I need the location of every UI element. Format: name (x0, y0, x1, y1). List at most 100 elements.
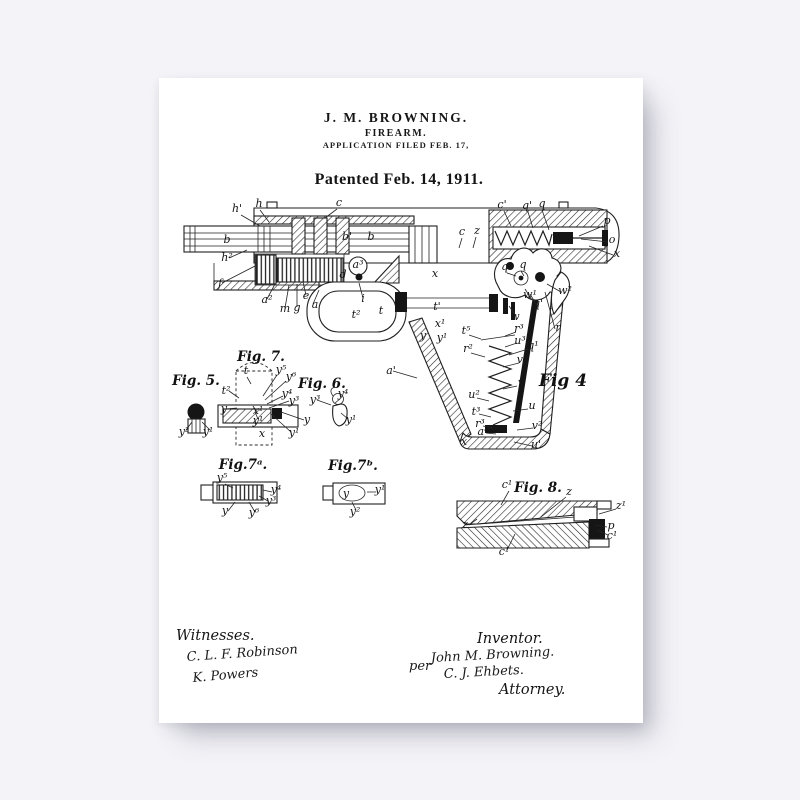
figure-7-drawing (217, 362, 299, 446)
part-label: y¹ (345, 413, 357, 426)
part-label: u' (531, 438, 541, 451)
part-label: y (220, 402, 228, 415)
part-label: c (459, 225, 465, 238)
part-label: r³ (514, 322, 524, 335)
part-label: p (607, 519, 614, 532)
part-label: y³ (288, 394, 300, 407)
inventor-title: Inventor. (476, 631, 543, 647)
barrel-locking-ribs (291, 217, 350, 255)
part-label: t (379, 304, 384, 317)
front-sight (266, 201, 278, 209)
part-label: v (518, 376, 525, 389)
figure-label: Fig 4 (538, 371, 587, 391)
part-label: y (303, 413, 311, 426)
mainspring (513, 296, 539, 423)
witness-signature-2: K. Powers (191, 665, 259, 686)
part-label: u² (468, 388, 480, 401)
part-label: y² (178, 425, 190, 438)
figure-7b-drawing (322, 482, 386, 505)
grip-safety (550, 271, 570, 316)
part-label: q² (501, 260, 512, 273)
part-label: z (473, 224, 480, 237)
part-label: c' (497, 198, 506, 211)
part-label: w (510, 310, 520, 323)
part-label: c¹ (607, 529, 618, 542)
patent-inventor-title: J. M. BROWNING. (324, 110, 468, 125)
part-label: y³ (309, 393, 321, 406)
part-label: w² (558, 284, 572, 297)
trigger-guard (306, 281, 407, 342)
part-label: y⁶ (285, 370, 297, 383)
part-label: y (419, 329, 427, 342)
part-label: t' (433, 300, 440, 313)
part-label: f (217, 277, 224, 290)
part-label: h² (221, 251, 233, 264)
part-label: b' (342, 230, 352, 243)
part-label: g (293, 301, 300, 314)
figure-7a-drawing (200, 481, 278, 504)
part-label: a² (262, 293, 273, 306)
figure-6-drawing (330, 386, 348, 427)
part-label: b (367, 230, 374, 243)
leader-lines (185, 208, 617, 551)
part-label: c¹ (502, 478, 513, 491)
part-label: t² (352, 308, 361, 321)
per-label: per (409, 659, 432, 674)
attorney-title: Attorney. (497, 682, 565, 698)
disconnector (511, 302, 515, 320)
breech-block (408, 225, 438, 264)
part-label: y⁵ (216, 471, 228, 484)
firing-pin-assembly (488, 209, 608, 264)
part-label: x (614, 247, 621, 260)
witnesses-title: Witnesses. (176, 628, 255, 644)
part-label: y⁵ (275, 363, 287, 376)
figure-label: Fig. 6. (297, 376, 346, 392)
part-label: t⁵ (462, 324, 471, 337)
part-label: y¹ (252, 414, 264, 427)
part-label: m (280, 302, 290, 315)
figure-label: Fig. 8. (513, 480, 562, 496)
part-label: y⁴ (270, 483, 282, 496)
part-label: h' (232, 202, 242, 215)
figure-5-drawing (187, 403, 206, 434)
part-label: y² (349, 505, 361, 518)
part-label: q¹ (527, 339, 538, 352)
magazine-spring (480, 334, 516, 433)
part-label: y¹ (202, 425, 214, 438)
part-label: h (255, 197, 262, 210)
witnesses-block: Witnesses. C. L. F. Robinson K. Powers (176, 628, 298, 686)
figure-8-drawing (456, 500, 612, 549)
witness-signature-1: C. L. F. Robinson (186, 642, 298, 665)
part-label: x (461, 435, 468, 448)
part-label: x (432, 267, 439, 280)
part-label: y¹ (436, 331, 448, 344)
patent-application-line: APPLICATION FILED FEB. 17, (323, 140, 470, 150)
part-label: a' (386, 364, 396, 377)
part-label: v² (532, 419, 543, 432)
part-label: q' (533, 297, 543, 310)
part-label: v¹ (517, 353, 528, 366)
patent-header: J. M. BROWNING. FIREARM. APPLICATION FIL… (315, 110, 483, 188)
part-label: a⁴ (478, 425, 489, 438)
part-label: y⁴ (337, 387, 349, 400)
part-label: t (244, 364, 249, 377)
part-label: q (538, 197, 545, 210)
part-label: r³ (475, 417, 485, 430)
part-label: c¹ (499, 545, 510, 558)
figure-label: Fig.7ᵇ. (327, 458, 378, 474)
part-label: u (528, 399, 535, 412)
part-label: p (603, 214, 610, 227)
figure-label: Fig.7ᵃ. (218, 457, 267, 473)
part-label: z¹ (615, 499, 626, 512)
attorney-signature: C. J. Ehbets. (443, 663, 524, 682)
figure-label: Fig. 7. (236, 349, 285, 365)
part-label: r² (463, 342, 473, 355)
part-label: c (336, 196, 342, 209)
rear-sight (558, 201, 569, 209)
sear (503, 298, 508, 314)
part-label: y¹ (374, 483, 386, 496)
trigger (395, 292, 498, 312)
part-label: y³ (265, 494, 277, 507)
